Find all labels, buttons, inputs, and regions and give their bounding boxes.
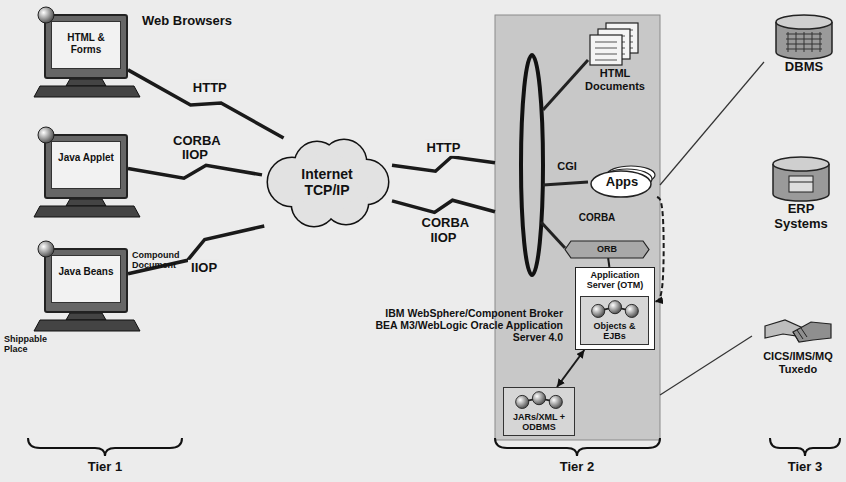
node-text: CICS/IMS/MQ Tuxedo bbox=[754, 350, 842, 375]
globe-ball bbox=[38, 127, 54, 143]
node-text: HTML Documents bbox=[575, 67, 655, 92]
lightning-connector bbox=[392, 157, 495, 171]
protocol-label: IIOP bbox=[188, 260, 220, 276]
tier-label: Tier 2 bbox=[547, 460, 607, 475]
node-text: ERP Systems bbox=[762, 202, 840, 232]
client-monitor: HTML & Forms bbox=[44, 14, 128, 79]
documents-icon bbox=[584, 21, 646, 67]
lightning-connector bbox=[128, 165, 262, 178]
cylinder-icon bbox=[772, 14, 836, 60]
node-text: Apps bbox=[606, 175, 639, 190]
side-note: Shippable Place bbox=[4, 334, 64, 355]
tier-brace bbox=[28, 438, 840, 456]
client-monitor: Java Applet bbox=[44, 134, 128, 199]
node-text: Objects & EJBs bbox=[583, 321, 646, 342]
globe-ball bbox=[38, 241, 54, 257]
internet-cloud: Internet TCP/IP bbox=[262, 138, 392, 226]
hub-line bbox=[541, 222, 565, 248]
node-text: Java Applet bbox=[51, 141, 121, 189]
protocol-label: CORBA bbox=[572, 212, 622, 224]
node-text: Java Beans bbox=[51, 255, 121, 303]
handshake-node: CICS/IMS/MQ Tuxedo bbox=[754, 312, 842, 375]
orb-band: ORB bbox=[565, 241, 649, 258]
erp-cylinder: ERP Systems bbox=[762, 156, 840, 232]
tier2-panel: IBM WebSphere/Component Broker BEA M3/We… bbox=[495, 15, 660, 440]
node-text: ORB bbox=[597, 244, 617, 254]
tier-label: Tier 3 bbox=[775, 460, 835, 475]
node-text: IBM WebSphere/Component Broker BEA M3/We… bbox=[373, 307, 563, 343]
globe-ball bbox=[38, 7, 54, 23]
protocol-label: HTTP bbox=[424, 140, 464, 156]
object-balls-icon bbox=[587, 299, 643, 321]
database-cylinder: DBMS bbox=[768, 14, 840, 75]
lightning-connector bbox=[392, 200, 495, 212]
connector bbox=[557, 350, 584, 387]
zoom-line bbox=[660, 62, 764, 185]
protocol-label: CORBA IIOP bbox=[170, 132, 220, 163]
side-note: Compound Document bbox=[132, 250, 196, 271]
node-text: DBMS bbox=[768, 60, 840, 75]
hub-line bbox=[543, 182, 588, 185]
tier2-panel-ground bbox=[495, 15, 660, 440]
computer-base bbox=[34, 79, 140, 331]
protocol-label: CGI bbox=[552, 160, 582, 173]
client-monitor: Java Beans bbox=[44, 248, 128, 313]
group-title: Web Browsers bbox=[142, 14, 262, 29]
node-text: JARs/XML + ODBMS bbox=[506, 412, 572, 433]
apps-stack: Apps bbox=[587, 165, 657, 199]
protocol-label: CORBA IIOP bbox=[419, 215, 469, 246]
protocol-label: HTTP bbox=[190, 80, 230, 96]
cylinder-icon bbox=[769, 156, 833, 202]
app-server-box: Application Server (OTM) Objects & EJBs bbox=[575, 267, 655, 350]
hub-line bbox=[543, 60, 588, 110]
node-text: Application Server (OTM) bbox=[576, 268, 654, 293]
objects-box: Objects & EJBs bbox=[580, 296, 649, 345]
jars-box: JARs/XML + ODBMS bbox=[503, 387, 575, 436]
zoom-line bbox=[660, 336, 752, 395]
lightning-connector bbox=[128, 70, 284, 138]
documents-icon-box: HTML Documents bbox=[575, 21, 655, 92]
handshake-icon bbox=[763, 312, 833, 350]
connector bbox=[608, 258, 609, 267]
hub-oval bbox=[521, 55, 543, 275]
connector bbox=[655, 197, 664, 302]
tier-label: Tier 1 bbox=[75, 460, 135, 475]
node-text: Internet TCP/IP bbox=[287, 166, 367, 198]
node-text: HTML & Forms bbox=[51, 21, 121, 69]
object-balls-icon bbox=[511, 390, 567, 412]
